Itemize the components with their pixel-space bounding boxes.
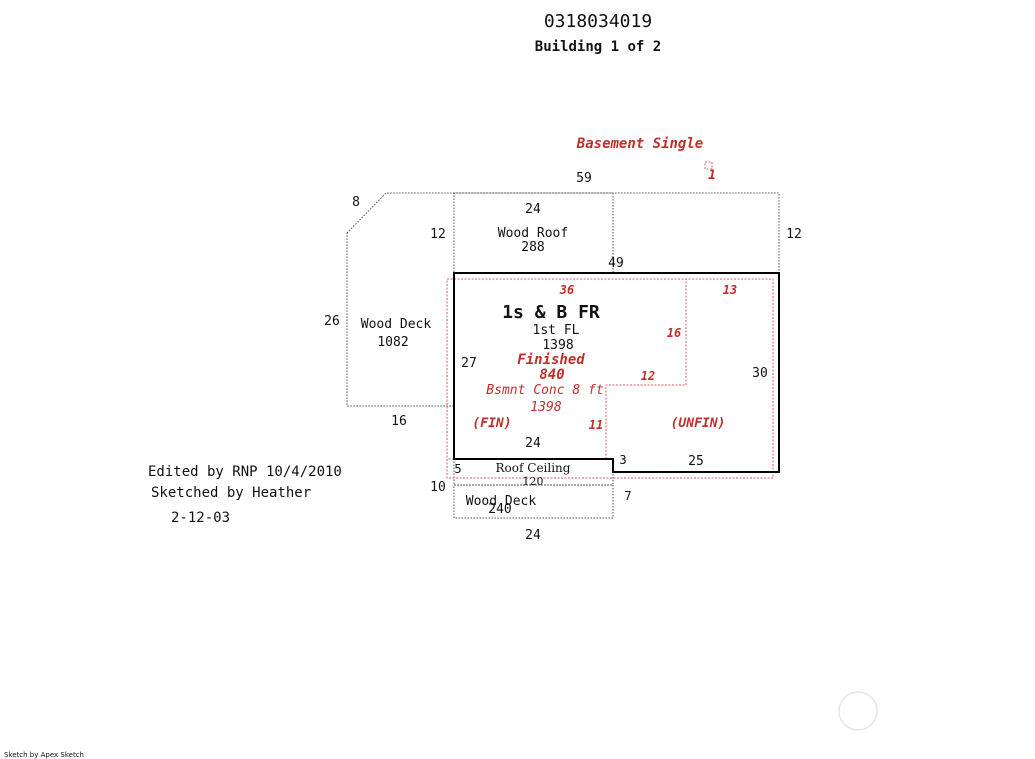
basement-marker-box xyxy=(704,161,713,170)
roof-ceiling-label: Roof Ceiling xyxy=(496,461,571,475)
wood-deck-left-label: Wood Deck xyxy=(361,317,432,332)
dim-12-left: 12 xyxy=(430,227,446,242)
wood-roof-area: 288 xyxy=(521,240,544,255)
dim-10: 10 xyxy=(430,480,446,495)
main-building-outline xyxy=(453,272,780,473)
basement-legend-marker: 1 xyxy=(708,168,716,183)
main-area: 1398 xyxy=(542,338,573,353)
dim-27: 27 xyxy=(461,356,477,371)
finished-label: Finished xyxy=(517,352,585,368)
dim-8: 8 xyxy=(352,195,360,210)
wood-deck-left-area: 1082 xyxy=(377,335,408,350)
unfin-tag: (UNFIN) xyxy=(671,416,726,431)
dim-24-top: 24 xyxy=(525,202,541,217)
watermark-logo xyxy=(838,691,878,731)
dim-12-right: 12 xyxy=(786,227,802,242)
footer-credit: Sketch by Apex Sketch xyxy=(4,751,84,759)
dim-25: 25 xyxy=(688,454,704,469)
fin-tag: (FIN) xyxy=(472,416,511,431)
basement-area: 1398 xyxy=(530,400,561,415)
dim-30: 30 xyxy=(752,366,768,381)
wood-deck-bottom-area: 240 xyxy=(488,502,511,517)
note-sketched: Sketched by Heather xyxy=(151,485,311,501)
dim-red-16: 16 xyxy=(667,326,681,340)
dim-24-bottom: 24 xyxy=(525,528,541,543)
dim-7: 7 xyxy=(624,489,631,503)
main-building-label: 1s & B FR xyxy=(502,302,600,323)
main-floor-label: 1st FL xyxy=(533,323,580,338)
dim-3: 3 xyxy=(619,453,626,467)
parcel-id: 0318034019 xyxy=(544,11,652,32)
dim-59: 59 xyxy=(576,171,592,186)
basement-legend-label: Basement Single xyxy=(576,136,703,152)
finished-area: 840 xyxy=(539,367,564,383)
basement-label: Bsmnt Conc 8 ft xyxy=(486,383,604,398)
dim-red-11: 11 xyxy=(589,418,603,432)
roof-ceiling-area: 120 xyxy=(523,475,544,488)
dim-red-12: 12 xyxy=(641,369,655,383)
dim-26: 26 xyxy=(324,314,340,329)
wood-deck-bottom-label: Wood Deck xyxy=(466,494,537,509)
dim-5: 5 xyxy=(454,462,461,476)
dim-24-main: 24 xyxy=(525,436,541,451)
building-label: Building 1 of 2 xyxy=(535,39,661,55)
wood-roof-label: Wood Roof xyxy=(498,226,568,241)
note-date: 2-12-03 xyxy=(171,510,230,526)
dim-red-13: 13 xyxy=(723,283,737,297)
basement-outline xyxy=(446,278,774,479)
dim-16: 16 xyxy=(391,414,407,429)
dim-49: 49 xyxy=(608,256,624,271)
note-edited: Edited by RNP 10/4/2010 xyxy=(148,464,342,480)
dim-red-36: 36 xyxy=(559,283,574,297)
